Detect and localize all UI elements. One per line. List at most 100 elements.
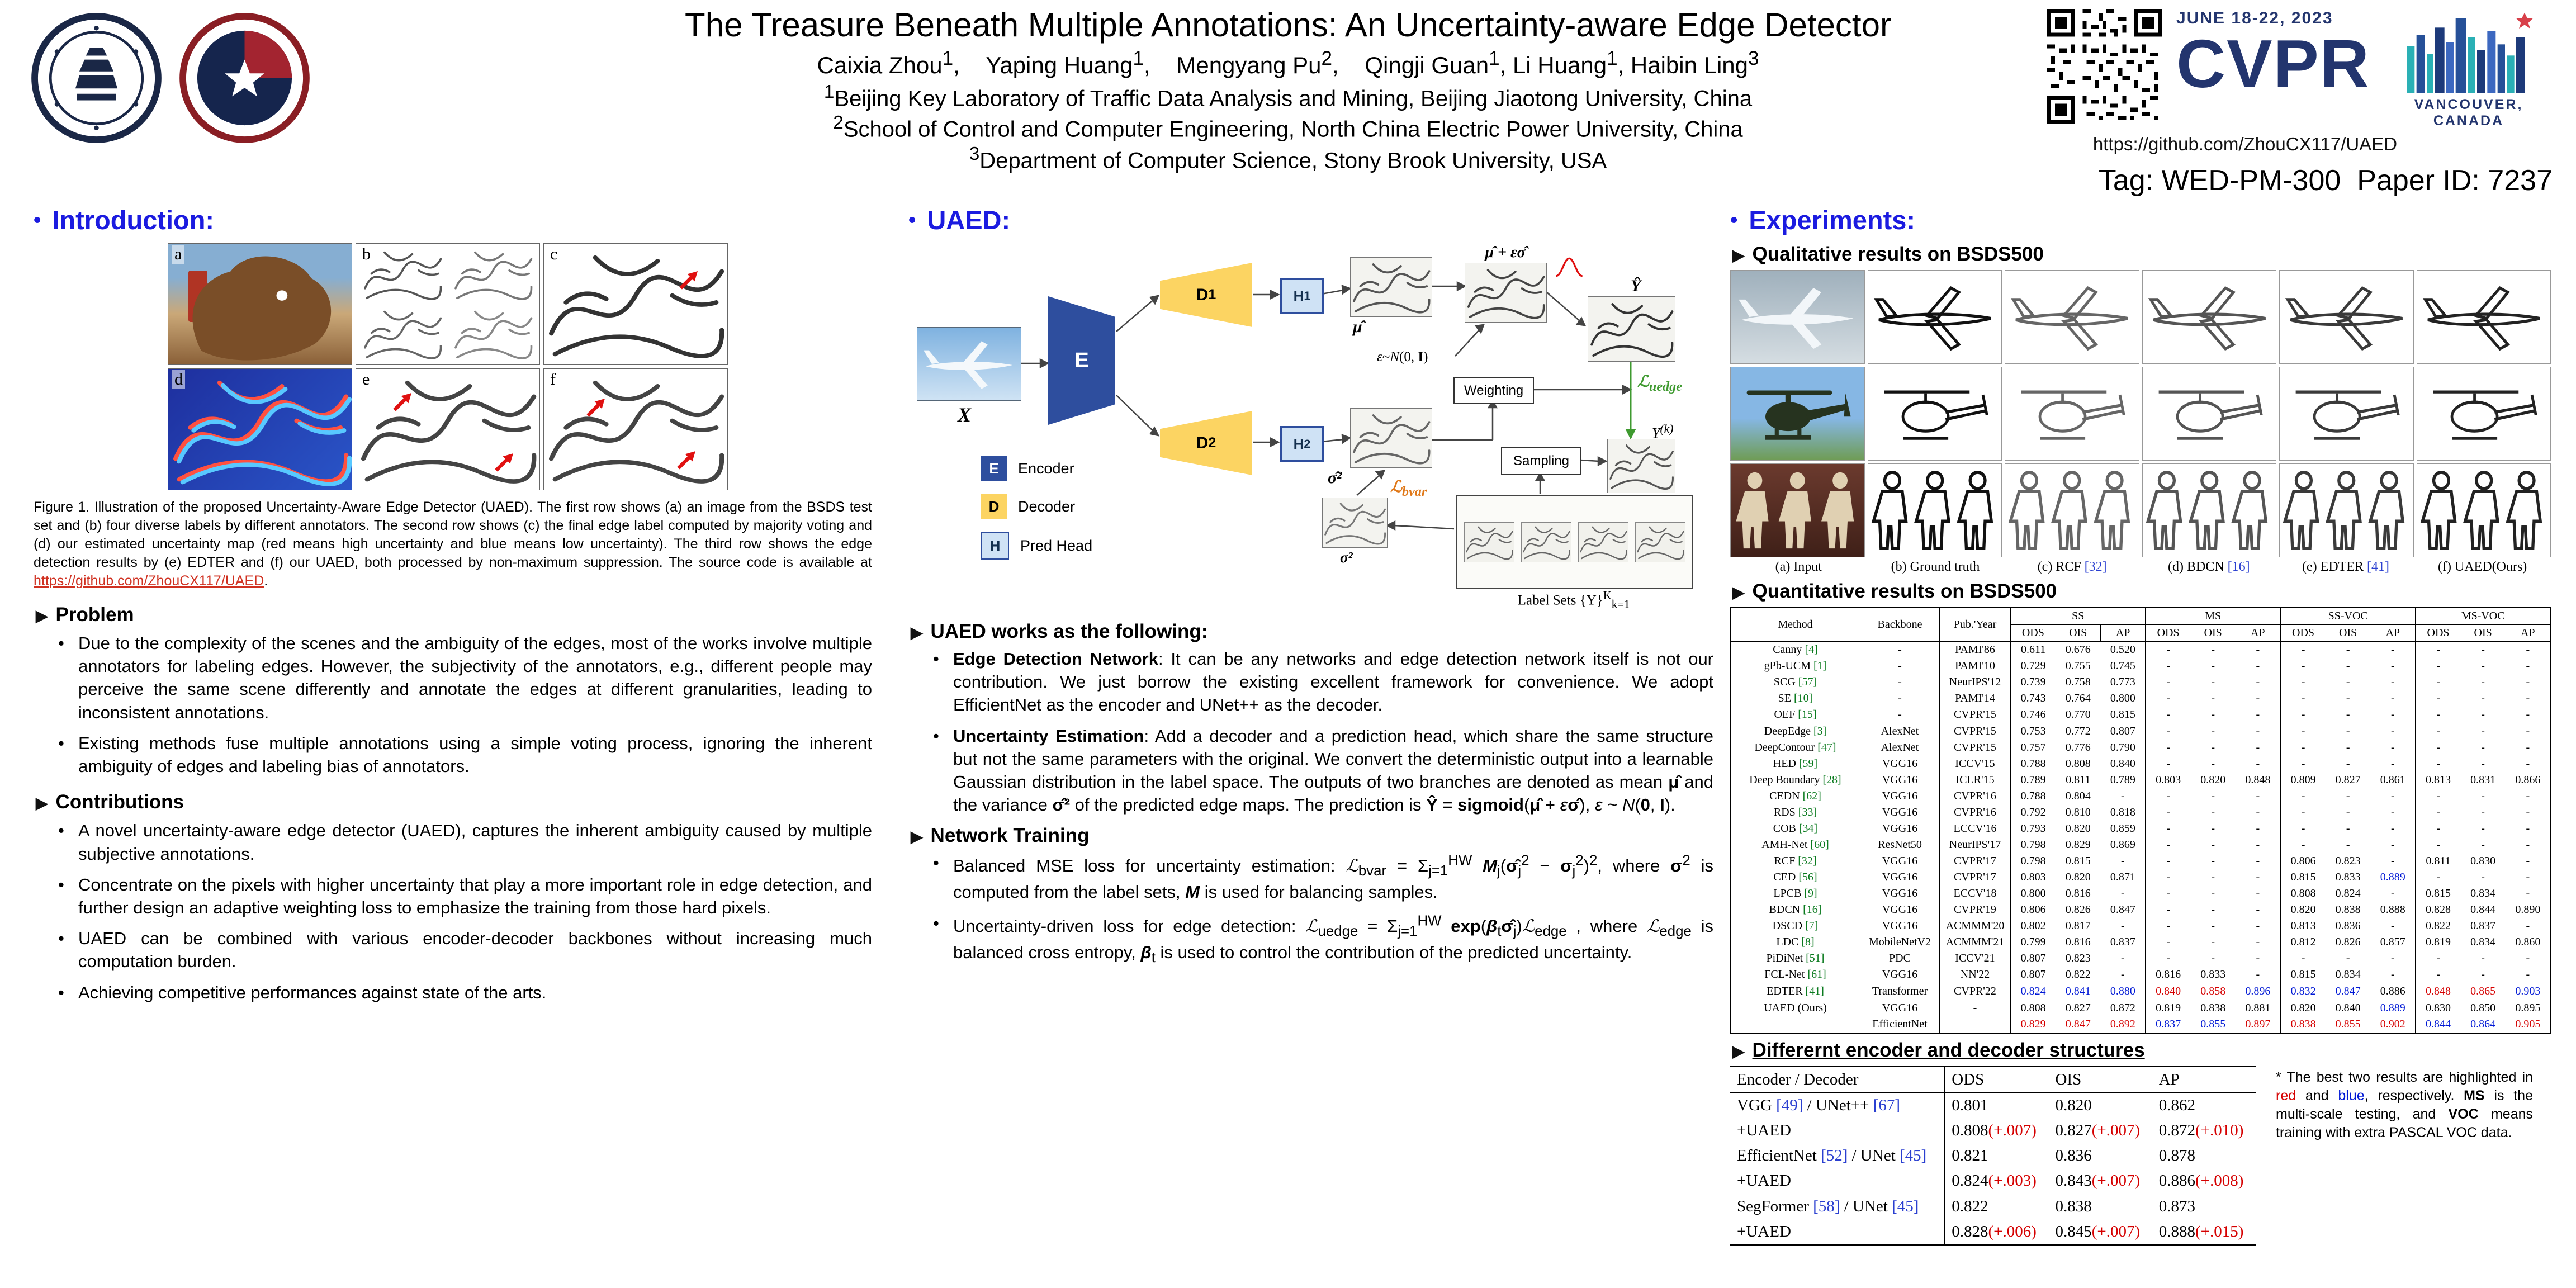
table-cell: 0.808 <box>2010 1000 2056 1016</box>
table-cell: - <box>2415 756 2461 772</box>
table-cell: - <box>2526 692 2530 704</box>
table-cell: - <box>2370 707 2416 723</box>
metric-header: OIS <box>2204 627 2222 639</box>
table-cell: - <box>2145 641 2191 658</box>
table-cell: - <box>2145 950 2191 967</box>
table-cell: 0.755 <box>2065 660 2091 672</box>
caption-repo-link[interactable]: https://github.com/ZhouCX117/UAED <box>34 573 264 589</box>
table-cell: 0.848 <box>2245 774 2271 786</box>
table-cell: +UAED <box>1737 1222 1791 1240</box>
table-cell: - <box>2346 660 2350 672</box>
table-cell: 0.826 <box>2335 936 2361 948</box>
table-cell: ResNet50 <box>1860 837 1940 853</box>
table-cell: - <box>2211 676 2215 688</box>
table-cell: 0.820 <box>2200 774 2226 786</box>
table-cell: 0.872 <box>2110 1002 2135 1014</box>
table-cell: - <box>2256 790 2260 802</box>
table-cell: - <box>2280 707 2326 723</box>
table-cell: - <box>2211 692 2215 704</box>
table-cell: - <box>2415 641 2461 658</box>
stony-brook-logo <box>179 12 310 144</box>
uedge-loss-label: ℒuedge <box>1637 373 1682 394</box>
table-cell: 0.830 <box>2470 855 2496 867</box>
table-cell: NN'22 <box>1939 967 2011 983</box>
bullet-text: UAED can be combined with various encode… <box>78 929 872 972</box>
skyline-block: VANCOUVER, CANADA <box>2385 9 2553 129</box>
conference-name: CVPR <box>2176 26 2370 102</box>
table-cell: +UAED <box>1730 1117 1945 1144</box>
input-image-soldiers <box>1730 463 1865 557</box>
ground-truth-airplane <box>1867 270 2002 364</box>
table-cell: 0.834 <box>2470 887 2496 899</box>
table-cell: CVPR'15 <box>1939 723 2011 740</box>
table-cell: - <box>2145 740 2191 756</box>
table-cell: 0.855 <box>2200 1018 2226 1030</box>
table-cell: - <box>2280 740 2326 756</box>
skyline-icon <box>2407 12 2533 93</box>
weighting-box: Weighting <box>1453 377 1534 404</box>
table-cell: - <box>2390 806 2395 818</box>
table-cell: - <box>2415 804 2461 821</box>
column-header: OIS <box>2055 1071 2082 1088</box>
figure-1-caption: Figure 1. Illustration of the proposed U… <box>34 498 872 590</box>
table-cell: - <box>2256 855 2260 867</box>
label-sketch <box>358 305 447 362</box>
legend-label: Pred Head <box>1020 537 1093 554</box>
table-cell: ICLR'15 <box>1939 772 2011 788</box>
input-image-helicopter <box>1730 367 1865 461</box>
table-cell: 0.847 <box>2326 983 2371 1000</box>
panel-label: e <box>360 370 372 389</box>
bullet-text: Uncertainty-driven loss for edge detecti… <box>953 913 1714 966</box>
table-cell: - <box>2145 658 2191 674</box>
table-cell: DeepEdge [3] <box>1764 725 1827 737</box>
table-cell: - <box>2211 741 2215 754</box>
table-cell: - <box>2280 804 2326 821</box>
table-cell: 0.810 <box>2065 806 2091 818</box>
table-cell: 0.817 <box>2065 920 2091 932</box>
table-cell: CVPR'17 <box>1939 853 2011 869</box>
repo-link[interactable]: https://github.com/ZhouCX117/UAED <box>2092 134 2398 154</box>
table-cell: - <box>1860 674 1940 690</box>
table-cell: 0.772 <box>2065 725 2091 737</box>
group-header: SS-VOC <box>2280 608 2416 625</box>
table-cell: 0.828 <box>2415 902 2461 918</box>
figure-panel-photo: a <box>168 243 352 365</box>
table-cell: - <box>2280 837 2326 853</box>
table-cell: 0.811 <box>2415 853 2461 869</box>
table-cell: 0.824(+.003) <box>1944 1168 2049 1194</box>
table-cell: 0.827 <box>2065 1002 2091 1014</box>
table-cell: 0.827(+.007) <box>2048 1117 2152 1144</box>
table-cell: - <box>1860 641 1940 658</box>
table-cell: 0.834 <box>2470 936 2496 948</box>
table-cell: - <box>2526 855 2530 867</box>
input-label: X <box>958 404 972 426</box>
bjtu-logo-icon <box>31 13 162 143</box>
table-cell: - <box>2256 903 2260 916</box>
table-cell: 0.886(+.008) <box>2152 1168 2256 1194</box>
table-cell: ACMMM'20 <box>1939 918 2011 934</box>
table-cell: 0.865 <box>2460 983 2506 1000</box>
table-cell: 0.818 <box>2110 806 2135 818</box>
table-cell: 0.809 <box>2280 772 2326 788</box>
sampled-label-label: Y(k) <box>1652 422 1674 442</box>
table-cell: ICCV'15 <box>1939 756 2011 772</box>
gaussian-curve-icon <box>1555 257 1583 277</box>
table-cell: AlexNet <box>1860 740 1940 756</box>
table-cell: 0.855 <box>2335 1018 2361 1030</box>
subheading-problem: ▶Problem <box>36 604 134 626</box>
table-cell: 0.816 <box>2145 967 2191 983</box>
table-cell: - <box>2415 967 2461 983</box>
table-cell: 0.840 <box>2110 757 2135 770</box>
bullet-item: •Due to the complexity of the scenes and… <box>58 632 872 724</box>
table-cell: 0.807 <box>2110 725 2135 737</box>
bullet-text: Due to the complexity of the scenes and … <box>78 633 872 722</box>
table-cell: CVPR'15 <box>1939 740 2011 756</box>
table-cell: 0.880 <box>2100 983 2146 1000</box>
table-cell: 0.905 <box>2515 1018 2541 1030</box>
